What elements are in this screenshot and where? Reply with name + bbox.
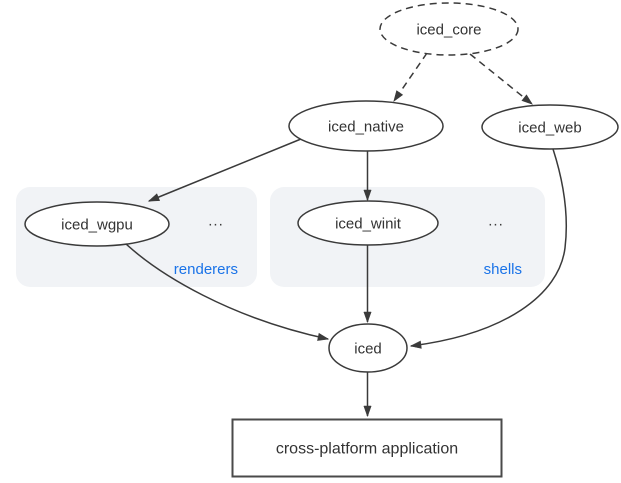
- node-label-iced-core: iced_core: [416, 22, 481, 39]
- edge-iced-native-to-iced-wgpu: [147, 138, 302, 202]
- node-label-iced-winit: iced_winit: [335, 216, 402, 233]
- node-label-iced-wgpu: iced_wgpu: [61, 217, 133, 234]
- node-label-iced-web: iced_web: [518, 120, 581, 137]
- group-shells-label: shells: [484, 261, 522, 278]
- edge-iced-core-to-iced-web: [469, 53, 533, 105]
- node-iced-web: [481, 104, 619, 150]
- node-label-application: cross-platform application: [276, 441, 458, 458]
- node-iced-winit: [297, 200, 439, 246]
- node-label-iced: iced: [354, 341, 382, 358]
- node-iced: [328, 323, 408, 373]
- group-renderers-ellipsis: ...: [208, 213, 224, 230]
- edge-iced-core-to-iced-native: [393, 52, 428, 103]
- node-iced-core: [379, 2, 519, 56]
- node-iced-wgpu: [24, 201, 170, 247]
- group-renderers-label: renderers: [174, 261, 238, 278]
- group-shells-ellipsis: ...: [488, 213, 504, 230]
- edge-iced-wgpu-to-iced: [125, 243, 330, 341]
- edge-iced-web-to-iced: [409, 148, 567, 349]
- node-application-box: [231, 418, 503, 478]
- node-iced-native: [288, 100, 444, 152]
- node-label-iced-native: iced_native: [328, 119, 404, 136]
